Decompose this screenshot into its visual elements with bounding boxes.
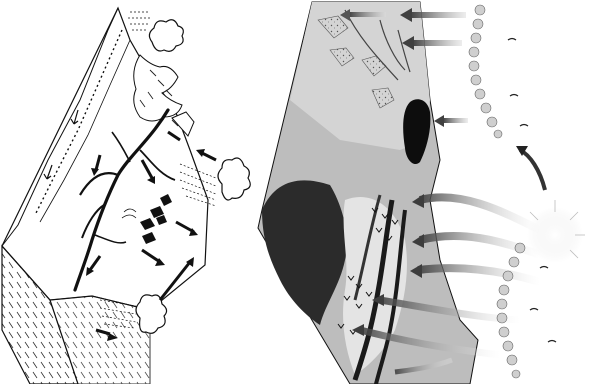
cloud-bead-chain-upper <box>469 5 502 138</box>
right-shaded-diagram <box>258 2 585 384</box>
return-curve-arrow <box>516 146 545 190</box>
wind-tick-marks <box>508 39 556 343</box>
left-block-top-surface <box>2 8 208 310</box>
left-block-diagram <box>2 8 250 384</box>
cloud-bead-chain-lower <box>497 243 525 378</box>
mountain-ridge <box>134 55 182 121</box>
cloud-top <box>128 12 183 51</box>
